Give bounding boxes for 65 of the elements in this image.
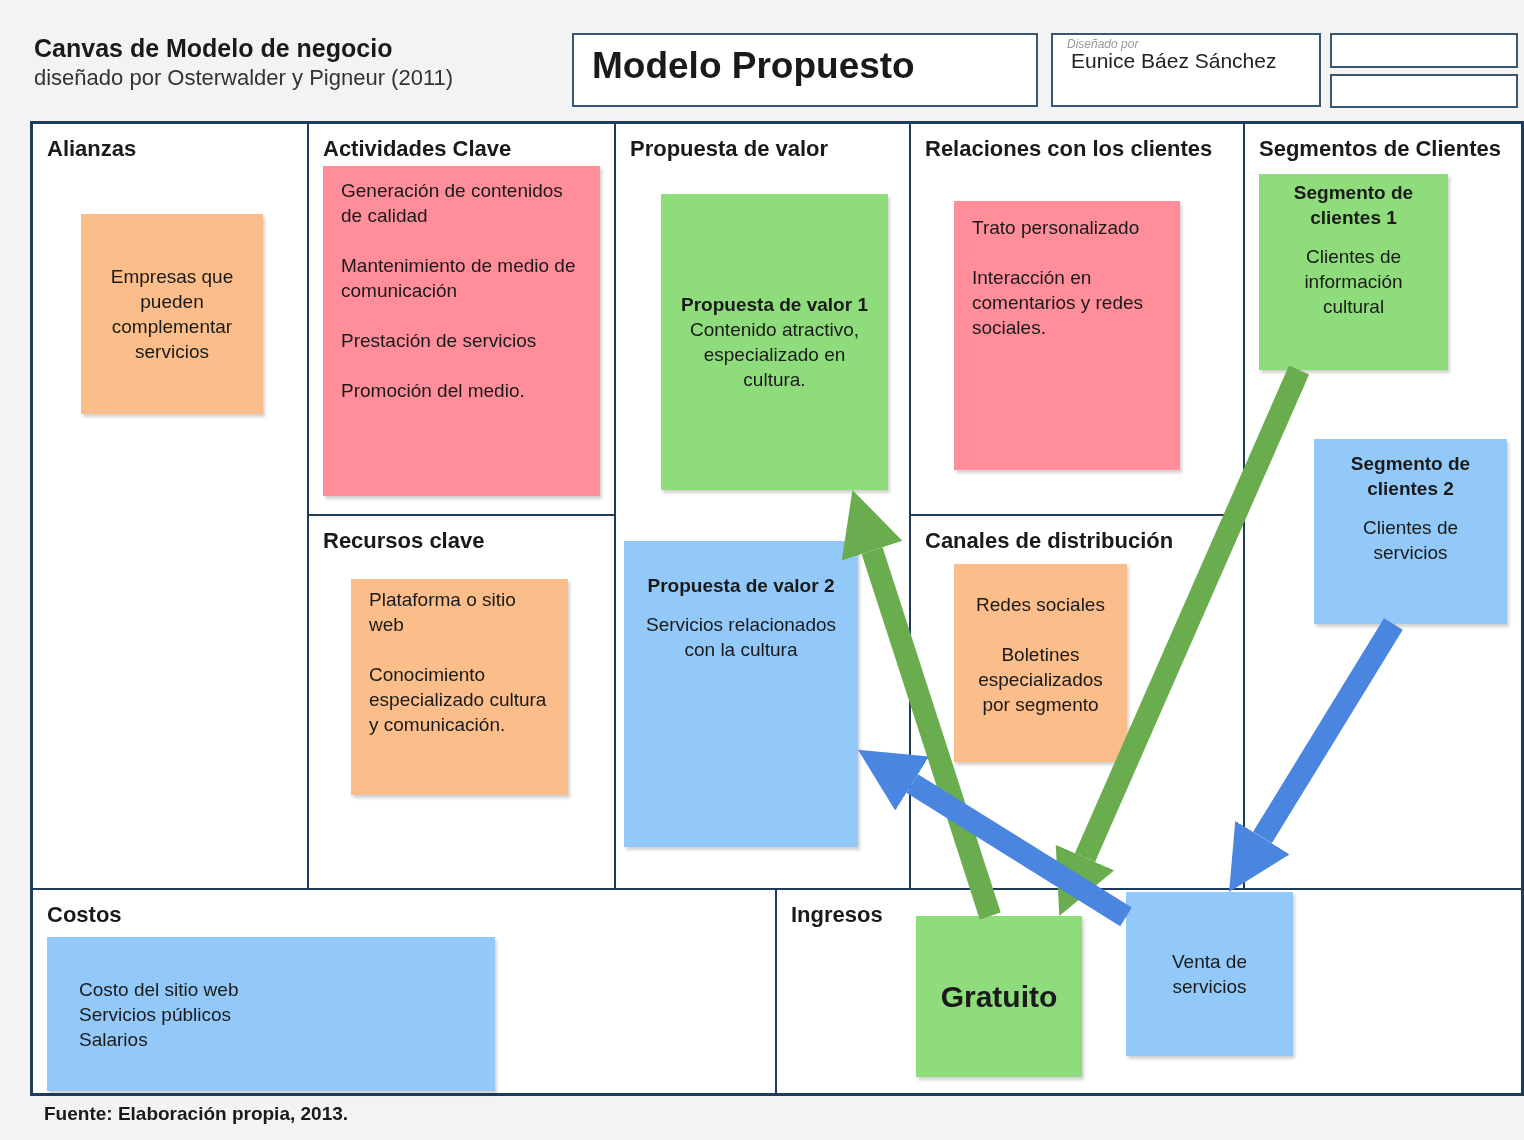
sticky-note [954,564,1127,762]
sticky-note [624,541,858,847]
header-box [572,33,1038,107]
canvas-section [30,121,308,889]
note-text: Conocimiento especializado cultura y comunicación. [369,663,548,737]
sticky-note [954,201,1180,470]
caption: Fuente: Elaboración propia, 2013. [44,1103,349,1125]
section-heading: Costos [47,902,122,928]
sticky-note [916,916,1082,1077]
note-text: Trato personalizado [972,216,1140,240]
section-heading: Propuesta de valor [630,136,829,162]
note-text: Clientes de información cultural [1303,245,1404,319]
sticky-note [661,194,888,490]
sticky-note [1126,892,1293,1056]
arrow [1055,365,1310,916]
sticky-note [1259,174,1448,370]
arrow [1229,618,1403,892]
note-text: Venta de servicios [1171,950,1248,999]
empty-box [1330,74,1518,108]
note-text: Costo del sitio web [79,977,239,1002]
section-heading: Recursos clave [323,528,485,554]
note-heading: Propuesta de valor 1 [681,293,868,317]
note-heading: Propuesta de valor 2 [647,574,835,598]
header-text: Modelo Propuesto [592,45,915,87]
section-heading: Canales de distribución [925,528,1174,554]
note-text: Interacción en comentarios y redes sociales. [972,266,1145,340]
header-box [1051,33,1321,107]
canvas-section [308,121,615,515]
sticky-note [351,579,568,795]
empty-box [1330,33,1518,68]
note-text: Redes sociales [976,593,1105,617]
sticky-note [323,166,600,496]
note-text: Boletines especializados por segmento [977,643,1104,717]
field-caption: Diseñado por [1067,37,1139,51]
note-text: Gratuito [940,978,1058,1015]
note-heading: Segmento de clientes 2 [1349,452,1472,501]
note-text: Plataforma o sitio web [369,588,517,637]
header-text: Eunice Báez Sánchez [1071,49,1277,73]
title: Canvas de Modelo de negocio [34,34,393,63]
note-text: Mantenimiento de medio de comunicación [341,254,577,303]
canvas-section [308,515,615,889]
note-text: Generación de contenidos de calidad [341,179,564,228]
canvas-section [30,889,776,1096]
section-heading: Ingresos [791,902,883,928]
note-text: Servicios relacionados con la cultura [644,613,838,662]
section-heading: Relaciones con los clientes [925,136,1213,162]
sticky-note [81,214,263,414]
canvas-section [1244,121,1524,889]
canvas-section [615,121,910,889]
note-text: Promoción del medio. [341,379,525,403]
note-text: Contenido atractivo, especializado en cultura. [689,318,860,392]
note-text: Empresas que pueden complementar servicios [109,265,235,364]
note-text: Clientes de servicios [1361,516,1460,565]
note-text: Prestación de servicios [341,329,537,353]
sticky-note [47,937,495,1091]
canvas-section [776,889,1524,1096]
subtitle: diseñado por Osterwalder y Pigneur (2011) [34,65,454,91]
canvas-section [910,121,1244,515]
note-text: Servicios públicos [79,1002,232,1027]
sticky-note [1314,439,1507,624]
section-heading: Alianzas [47,136,137,162]
section-heading: Actividades Clave [323,136,512,162]
note-text: Salarios [79,1027,148,1052]
section-heading: Segmentos de Clientes [1259,136,1502,162]
note-heading: Segmento de clientes 1 [1292,181,1415,230]
